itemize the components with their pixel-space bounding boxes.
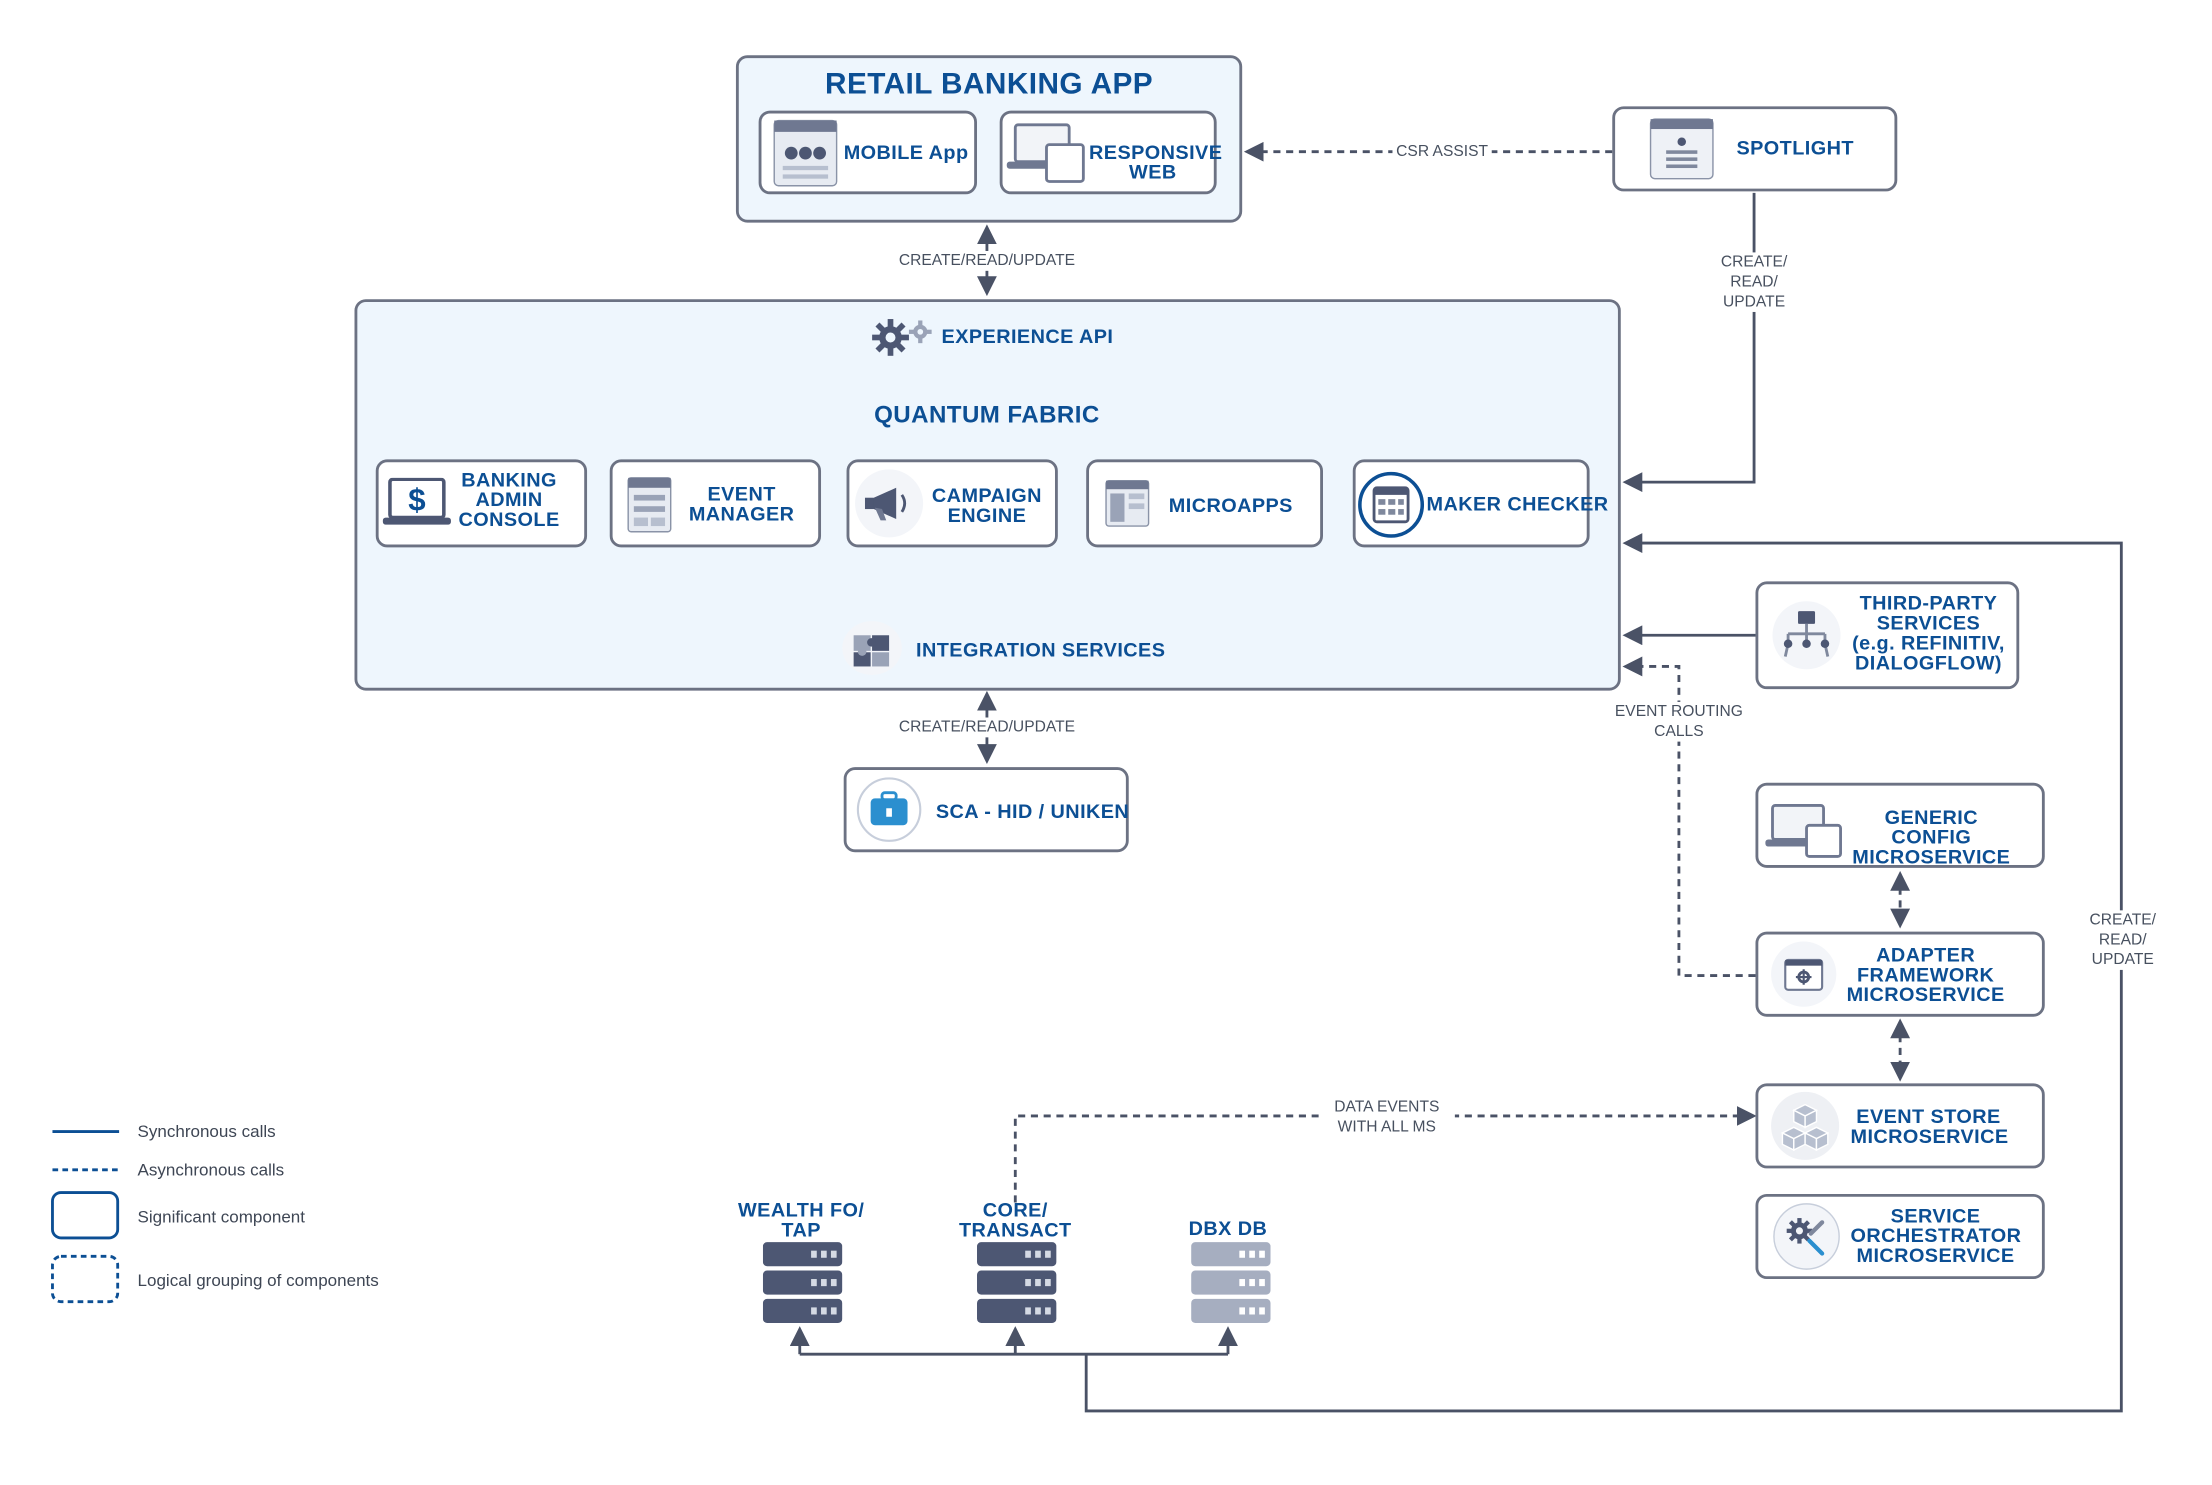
experience-api-label: EXPERIENCE API bbox=[941, 324, 1114, 348]
laptop-tablet-icon bbox=[1765, 804, 1842, 858]
crud-bottom-label: CREATE/READ/UPDATE bbox=[887, 717, 1087, 738]
responsive-web-label: RESPONSIVE WEB bbox=[1089, 140, 1223, 183]
dbx-db-label: DBX DB bbox=[1188, 1216, 1268, 1240]
microapps-window-icon bbox=[1105, 479, 1150, 527]
laptop-tablet-icon bbox=[1006, 123, 1085, 183]
spotlight-document-icon bbox=[1649, 118, 1714, 180]
wealth-server-icon bbox=[762, 1242, 843, 1323]
svg-text:$: $ bbox=[408, 482, 425, 517]
sca-label: SCA - HID / UNIKEN bbox=[935, 799, 1130, 823]
data-events-label: DATA EVENTS WITH ALL MS bbox=[1318, 1097, 1455, 1138]
wealth-label: WEALTH FO/ TAP bbox=[738, 1198, 865, 1241]
legend-logical-label: Logical grouping of components bbox=[137, 1270, 379, 1291]
event-store-label: EVENT STORE MICROSERVICE bbox=[1850, 1104, 2009, 1148]
campaign-engine-label: CAMPAIGN ENGINE bbox=[931, 483, 1042, 527]
adapter-window-gear-icon bbox=[1771, 941, 1837, 1007]
event-routing-label: EVENT ROUTING CALLS bbox=[1608, 701, 1750, 742]
core-label: CORE/ TRANSACT bbox=[958, 1198, 1072, 1241]
hierarchy-icon bbox=[1772, 601, 1841, 670]
third-party-services-label: THIRD-PARTY SERVICES (e.g. REFINITIV, DI… bbox=[1852, 591, 2005, 674]
integration-services-label: INTEGRATION SERVICES bbox=[916, 638, 1166, 661]
generic-config-label: GENERIC CONFIG MICROSERVICE bbox=[1852, 805, 2011, 868]
banking-admin-console-label: BANKING ADMIN CONSOLE bbox=[458, 467, 560, 531]
spotlight-crud-label: CREATE/ READ/ UPDATE bbox=[1710, 252, 1799, 312]
maker-checker-icon bbox=[1358, 471, 1425, 538]
puzzle-icon bbox=[842, 621, 902, 675]
legend-sync-label: Synchronous calls bbox=[137, 1121, 276, 1142]
retail-banking-app-title: RETAIL BANKING APP bbox=[825, 68, 1154, 101]
microapps-label: MICROAPPS bbox=[1168, 493, 1293, 517]
spotlight-label: SPOTLIGHT bbox=[1736, 136, 1854, 159]
crud-top-label: CREATE/READ/UPDATE bbox=[887, 250, 1087, 271]
legend-async-label: Asynchronous calls bbox=[137, 1159, 285, 1180]
megaphone-icon bbox=[855, 469, 924, 538]
mobile-window-icon bbox=[773, 119, 838, 187]
csr-assist-label: CSR ASSIST bbox=[1392, 141, 1492, 162]
briefcase-lock-icon bbox=[856, 777, 922, 842]
tools-gear-icon bbox=[1773, 1203, 1840, 1270]
legend-significant-label: Significant component bbox=[137, 1206, 305, 1227]
dbx-server-icon bbox=[1191, 1242, 1271, 1323]
event-manager-label: EVENT MANAGER bbox=[688, 482, 795, 525]
quantum-fabric-title: QUANTUM FABRIC bbox=[874, 401, 1100, 429]
core-server-icon bbox=[977, 1242, 1057, 1323]
gears-icon bbox=[872, 319, 932, 356]
event-window-icon bbox=[627, 477, 672, 533]
laptop-dollar-icon: $ bbox=[382, 477, 451, 525]
adapter-framework-label: ADAPTER FRAMEWORK MICROSERVICE bbox=[1846, 942, 2005, 1006]
mobile-app-label: MOBILE App bbox=[843, 140, 969, 164]
cubes-icon bbox=[1771, 1091, 1840, 1160]
right-crud-label: CREATE/ READ/ UPDATE bbox=[2078, 910, 2167, 970]
service-orchestrator-label: SERVICE ORCHESTRATOR MICROSERVICE bbox=[1850, 1203, 2022, 1267]
maker-checker-label: MAKER CHECKER bbox=[1426, 492, 1609, 515]
